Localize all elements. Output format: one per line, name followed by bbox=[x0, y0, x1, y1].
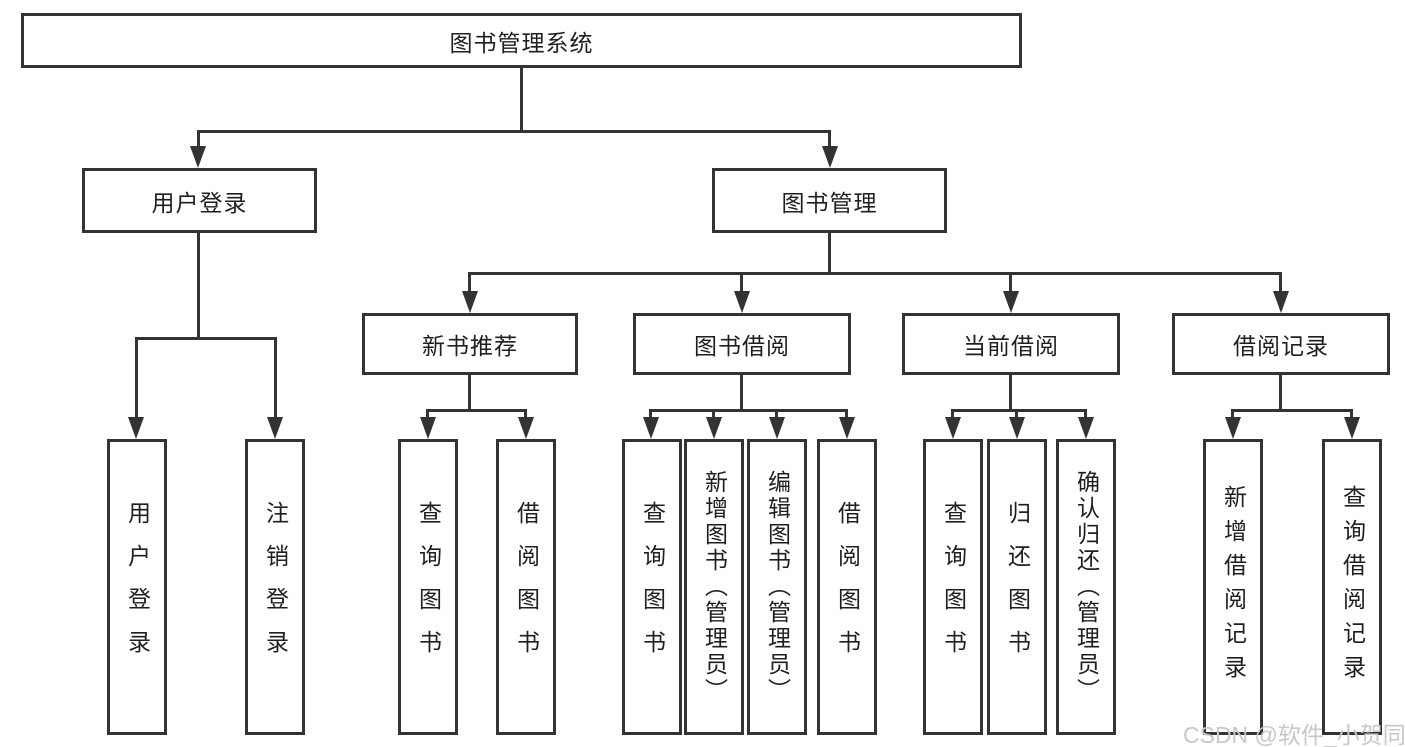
leaf-label: 注销登录 bbox=[262, 501, 289, 673]
node-user-login-label: 用户登录 bbox=[151, 189, 248, 216]
connector-drop bbox=[649, 409, 652, 417]
connector-drop bbox=[1015, 409, 1018, 417]
leaf-query-borrow-record: 查询借阅记录 bbox=[1322, 439, 1382, 735]
connector-drop bbox=[1231, 409, 1234, 417]
connector-drop bbox=[524, 409, 527, 417]
leaf-label: 编辑图书（管理员） bbox=[764, 470, 791, 704]
connector-records-stem bbox=[1279, 375, 1282, 409]
leaf-add-books-admin: 新增图书（管理员） bbox=[684, 439, 744, 735]
leaf-borrow-books-2: 借阅图书 bbox=[817, 439, 877, 735]
connector-drop-borrow-record bbox=[1279, 272, 1282, 291]
arrow-down-icon bbox=[1344, 417, 1360, 439]
connector-drop-login bbox=[135, 337, 138, 417]
leaf-label: 查询图书 bbox=[639, 501, 666, 673]
connector-drop-new-book bbox=[468, 272, 471, 291]
leaf-confirm-return-admin: 确认归还（管理员） bbox=[1056, 439, 1116, 735]
arrow-down-icon bbox=[643, 417, 659, 439]
node-current-borrow-label: 当前借阅 bbox=[963, 333, 1059, 359]
connector-root-stem bbox=[520, 68, 523, 130]
arrow-down-icon bbox=[518, 417, 534, 439]
arrow-down-icon bbox=[1225, 417, 1241, 439]
leaf-label: 归还图书 bbox=[1004, 501, 1031, 673]
connector-drop-user-login bbox=[197, 130, 200, 146]
node-book-borrow: 图书借阅 bbox=[633, 313, 851, 375]
node-root: 图书管理系统 bbox=[21, 13, 1022, 68]
arrow-down-icon bbox=[945, 417, 961, 439]
arrow-down-icon bbox=[128, 417, 144, 439]
node-new-book-recommend-label: 新书推荐 bbox=[422, 333, 518, 359]
connector-drop-current-borrow bbox=[1009, 272, 1012, 291]
arrow-down-icon bbox=[1078, 417, 1094, 439]
arrow-down-icon bbox=[267, 417, 283, 439]
connector-root-rail bbox=[197, 130, 831, 133]
node-root-label: 图书管理系统 bbox=[449, 29, 594, 56]
connector-drop bbox=[712, 409, 715, 417]
leaf-edit-books-admin: 编辑图书（管理员） bbox=[747, 439, 807, 735]
arrow-down-icon bbox=[190, 146, 206, 168]
leaf-label: 确认归还（管理员） bbox=[1073, 470, 1100, 704]
leaf-borrow-books-1: 借阅图书 bbox=[496, 439, 556, 735]
node-book-management: 图书管理 bbox=[712, 168, 947, 233]
arrow-down-icon bbox=[1273, 291, 1289, 313]
connector-records-rail bbox=[1231, 409, 1353, 412]
connector-drop bbox=[1084, 409, 1087, 417]
leaf-label: 查询图书 bbox=[940, 501, 967, 673]
arrow-down-icon bbox=[1009, 417, 1025, 439]
arrow-down-icon bbox=[839, 417, 855, 439]
connector-drop bbox=[775, 409, 778, 417]
node-book-management-label: 图书管理 bbox=[781, 189, 878, 216]
leaf-label: 新增借阅记录 bbox=[1220, 485, 1247, 689]
arrow-down-icon bbox=[734, 291, 750, 313]
arrow-down-icon bbox=[420, 417, 436, 439]
arrow-down-icon bbox=[462, 291, 478, 313]
connector-user-rail bbox=[135, 337, 277, 340]
node-book-borrow-label: 图书借阅 bbox=[694, 333, 790, 359]
connector-newbook-rail bbox=[426, 409, 527, 412]
leaf-label: 查询图书 bbox=[415, 501, 442, 673]
connector-current-rail bbox=[951, 409, 1087, 412]
leaf-query-books-3: 查询图书 bbox=[923, 439, 983, 735]
connector-mgmt-rail bbox=[468, 272, 1282, 275]
connector-mgmt-stem bbox=[828, 233, 831, 272]
connector-user-stem bbox=[197, 233, 200, 337]
leaf-return-books: 归还图书 bbox=[987, 439, 1047, 735]
arrow-down-icon bbox=[706, 417, 722, 439]
arrow-down-icon bbox=[822, 146, 838, 168]
connector-current-stem bbox=[1009, 375, 1012, 409]
node-user-login: 用户登录 bbox=[82, 168, 317, 233]
connector-drop bbox=[426, 409, 429, 417]
node-borrow-records-label: 借阅记录 bbox=[1233, 333, 1329, 359]
node-new-book-recommend: 新书推荐 bbox=[362, 313, 578, 375]
connector-drop bbox=[951, 409, 954, 417]
connector-drop bbox=[1350, 409, 1353, 417]
leaf-query-books-1: 查询图书 bbox=[398, 439, 458, 735]
node-borrow-records: 借阅记录 bbox=[1172, 313, 1390, 375]
leaf-label: 查询借阅记录 bbox=[1339, 485, 1366, 689]
leaf-query-books-2: 查询图书 bbox=[622, 439, 682, 735]
leaf-user-login: 用户登录 bbox=[107, 439, 167, 735]
connector-drop-book-management bbox=[828, 130, 831, 146]
connector-drop-logout bbox=[274, 337, 277, 417]
csdn-watermark: CSDN @软件_小贺同学 bbox=[1183, 722, 1405, 747]
connector-drop bbox=[845, 409, 848, 417]
node-current-borrow: 当前借阅 bbox=[902, 313, 1120, 375]
leaf-label: 借阅图书 bbox=[834, 501, 861, 673]
connector-borrow-stem bbox=[740, 375, 743, 409]
connector-newbook-stem bbox=[468, 375, 471, 409]
leaf-label: 借阅图书 bbox=[513, 501, 540, 673]
arrow-down-icon bbox=[1003, 291, 1019, 313]
leaf-label: 用户登录 bbox=[124, 501, 151, 673]
connector-borrow-rail bbox=[649, 409, 847, 412]
leaf-add-borrow-record: 新增借阅记录 bbox=[1203, 439, 1263, 735]
arrow-down-icon bbox=[769, 417, 785, 439]
leaf-logout: 注销登录 bbox=[245, 439, 305, 735]
connector-drop-book-borrow bbox=[740, 272, 743, 291]
leaf-label: 新增图书（管理员） bbox=[701, 470, 728, 704]
